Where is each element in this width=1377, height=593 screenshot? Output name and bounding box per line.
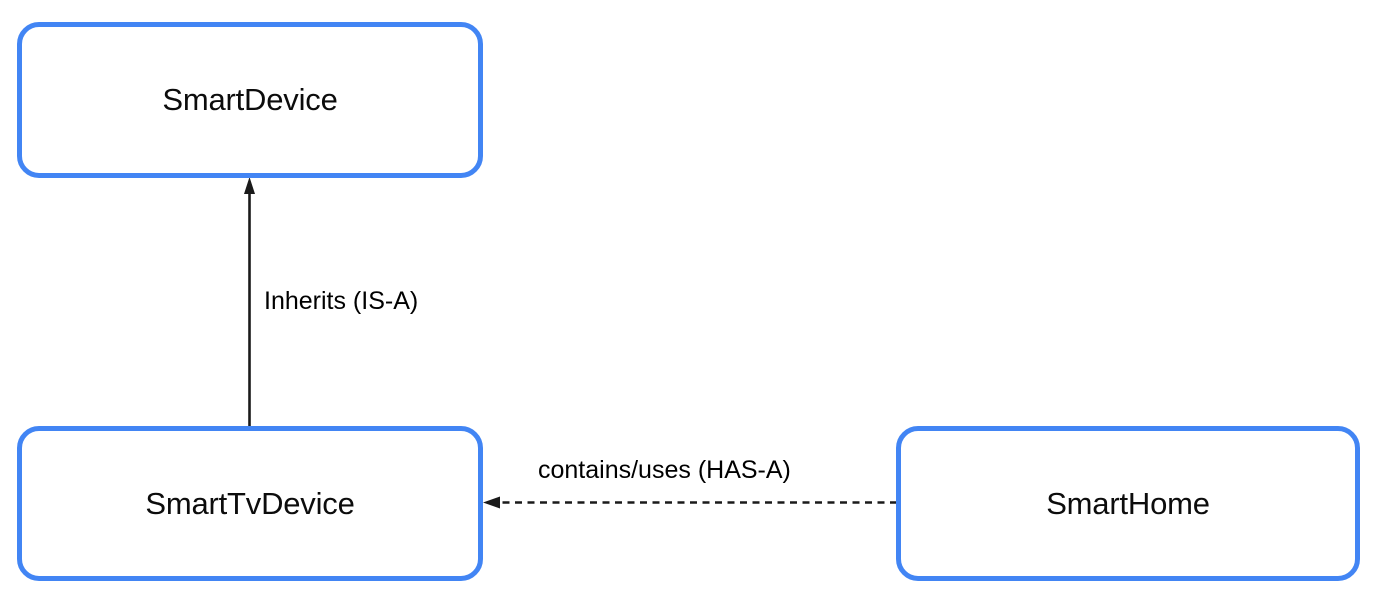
class-node-smartdevice[interactable]: SmartDevice [17,22,483,178]
class-node-label: SmartTvDevice [145,485,355,521]
edge-label-contains: contains/uses (HAS-A) [538,456,791,484]
class-node-label: SmartHome [1046,485,1210,521]
class-node-label: SmartDevice [162,82,338,117]
class-node-smarttvdevice[interactable]: SmartTvDevice [17,426,483,581]
edge-inherits [244,177,255,428]
edge-contains [483,496,897,509]
inherits-arrowhead-icon [244,177,255,194]
contains-arrowhead-icon [483,496,500,509]
class-node-smarthome[interactable]: SmartHome [896,426,1360,581]
edge-label-inherits: Inherits (IS-A) [264,287,419,315]
